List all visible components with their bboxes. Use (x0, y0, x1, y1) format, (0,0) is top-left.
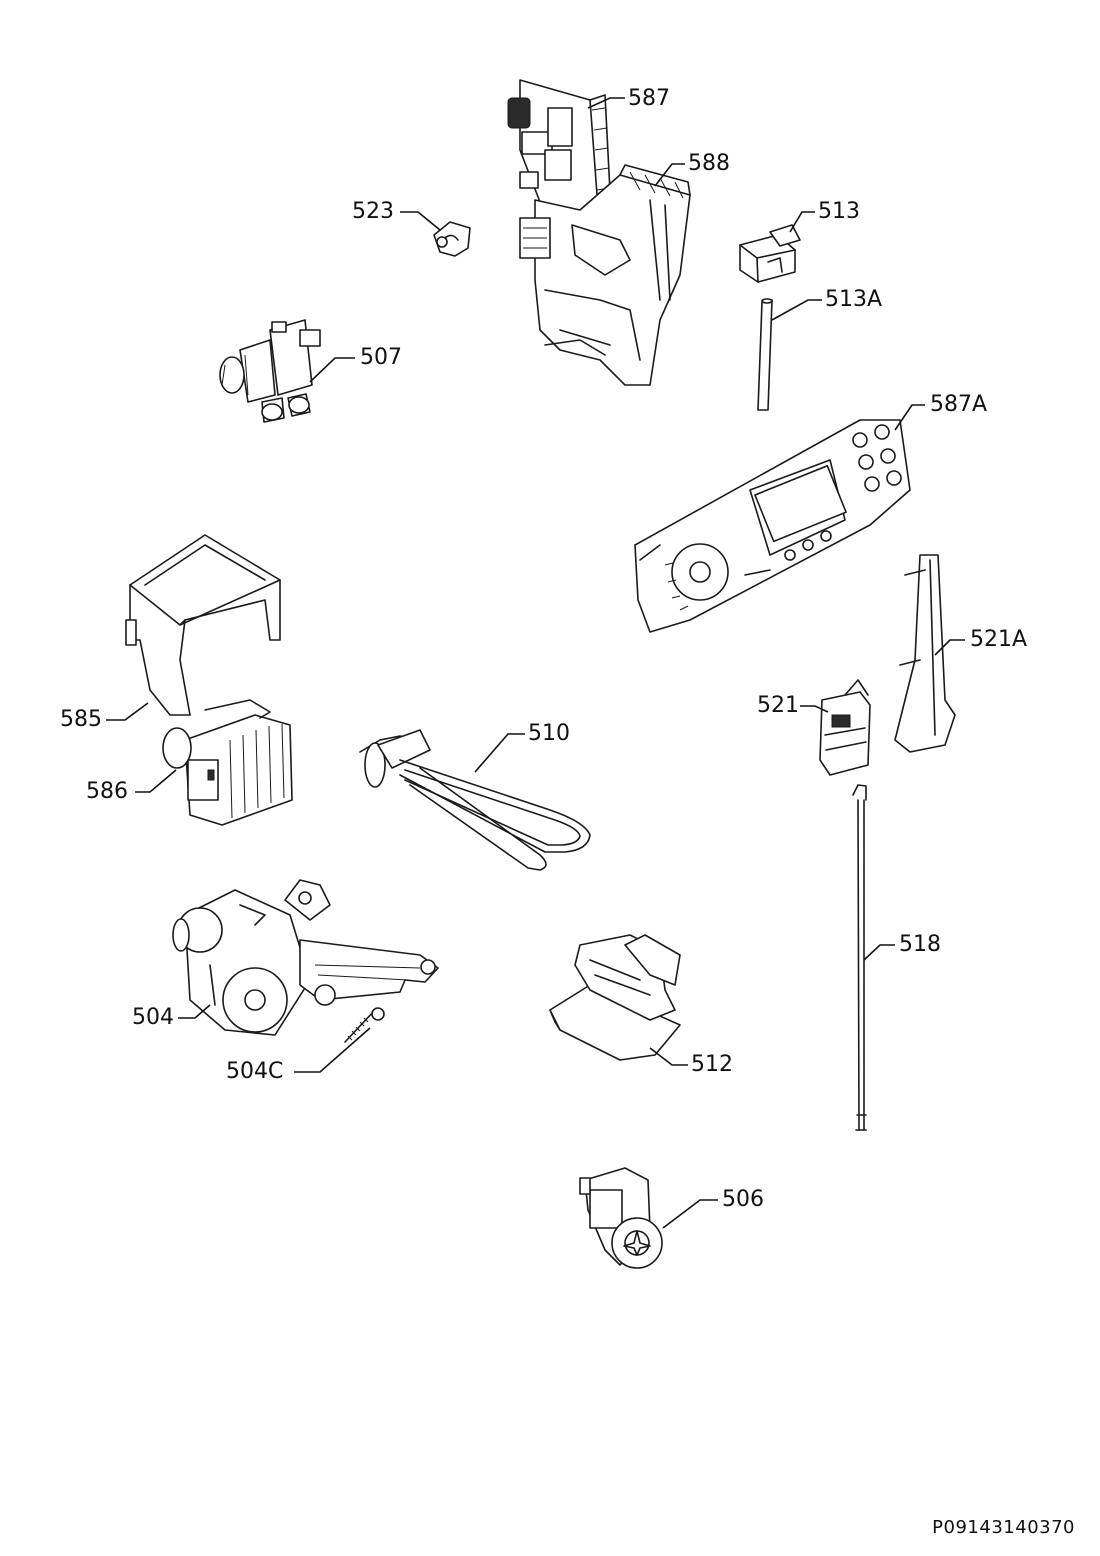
leader-lines (106, 97, 965, 1229)
label-506: 506 (722, 1187, 764, 1212)
part-513a-rod (757, 298, 773, 411)
part-512-tray (549, 934, 681, 1061)
part-523-clip (433, 221, 471, 257)
label-512: 512 (691, 1052, 733, 1077)
label-507: 507 (360, 345, 402, 370)
part-521a-bracket (894, 554, 956, 753)
label-585: 585 (60, 707, 102, 732)
label-518: 518 (899, 932, 941, 957)
label-521: 521 (757, 693, 799, 718)
part-504-pump-motor (172, 879, 439, 1036)
label-504c: 504C (226, 1059, 284, 1084)
part-585-cover (125, 534, 281, 716)
part-513-switch (739, 224, 801, 283)
label-504: 504 (132, 1005, 174, 1030)
part-587-control-board (507, 79, 613, 236)
part-506-drain-pump (579, 1167, 663, 1269)
part-504c-screw (344, 1007, 385, 1043)
label-587a: 587A (930, 392, 988, 417)
label-586: 586 (86, 779, 128, 804)
part-521-door-lock (819, 679, 871, 776)
part-586-motor-control (162, 699, 293, 826)
label-513: 513 (818, 199, 860, 224)
label-588: 588 (688, 151, 730, 176)
part-588-housing (519, 164, 691, 386)
label-587: 587 (628, 86, 670, 111)
part-510-heater (359, 729, 591, 871)
label-510: 510 (528, 721, 570, 746)
label-513a: 513A (825, 287, 883, 312)
part-507-inlet-valve (219, 319, 321, 423)
label-523: 523 (352, 199, 394, 224)
part-518-cable (852, 784, 867, 1131)
part-587a-control-panel (634, 419, 911, 633)
document-code: P09143140370 (932, 1517, 1075, 1538)
label-521a: 521A (970, 627, 1028, 652)
